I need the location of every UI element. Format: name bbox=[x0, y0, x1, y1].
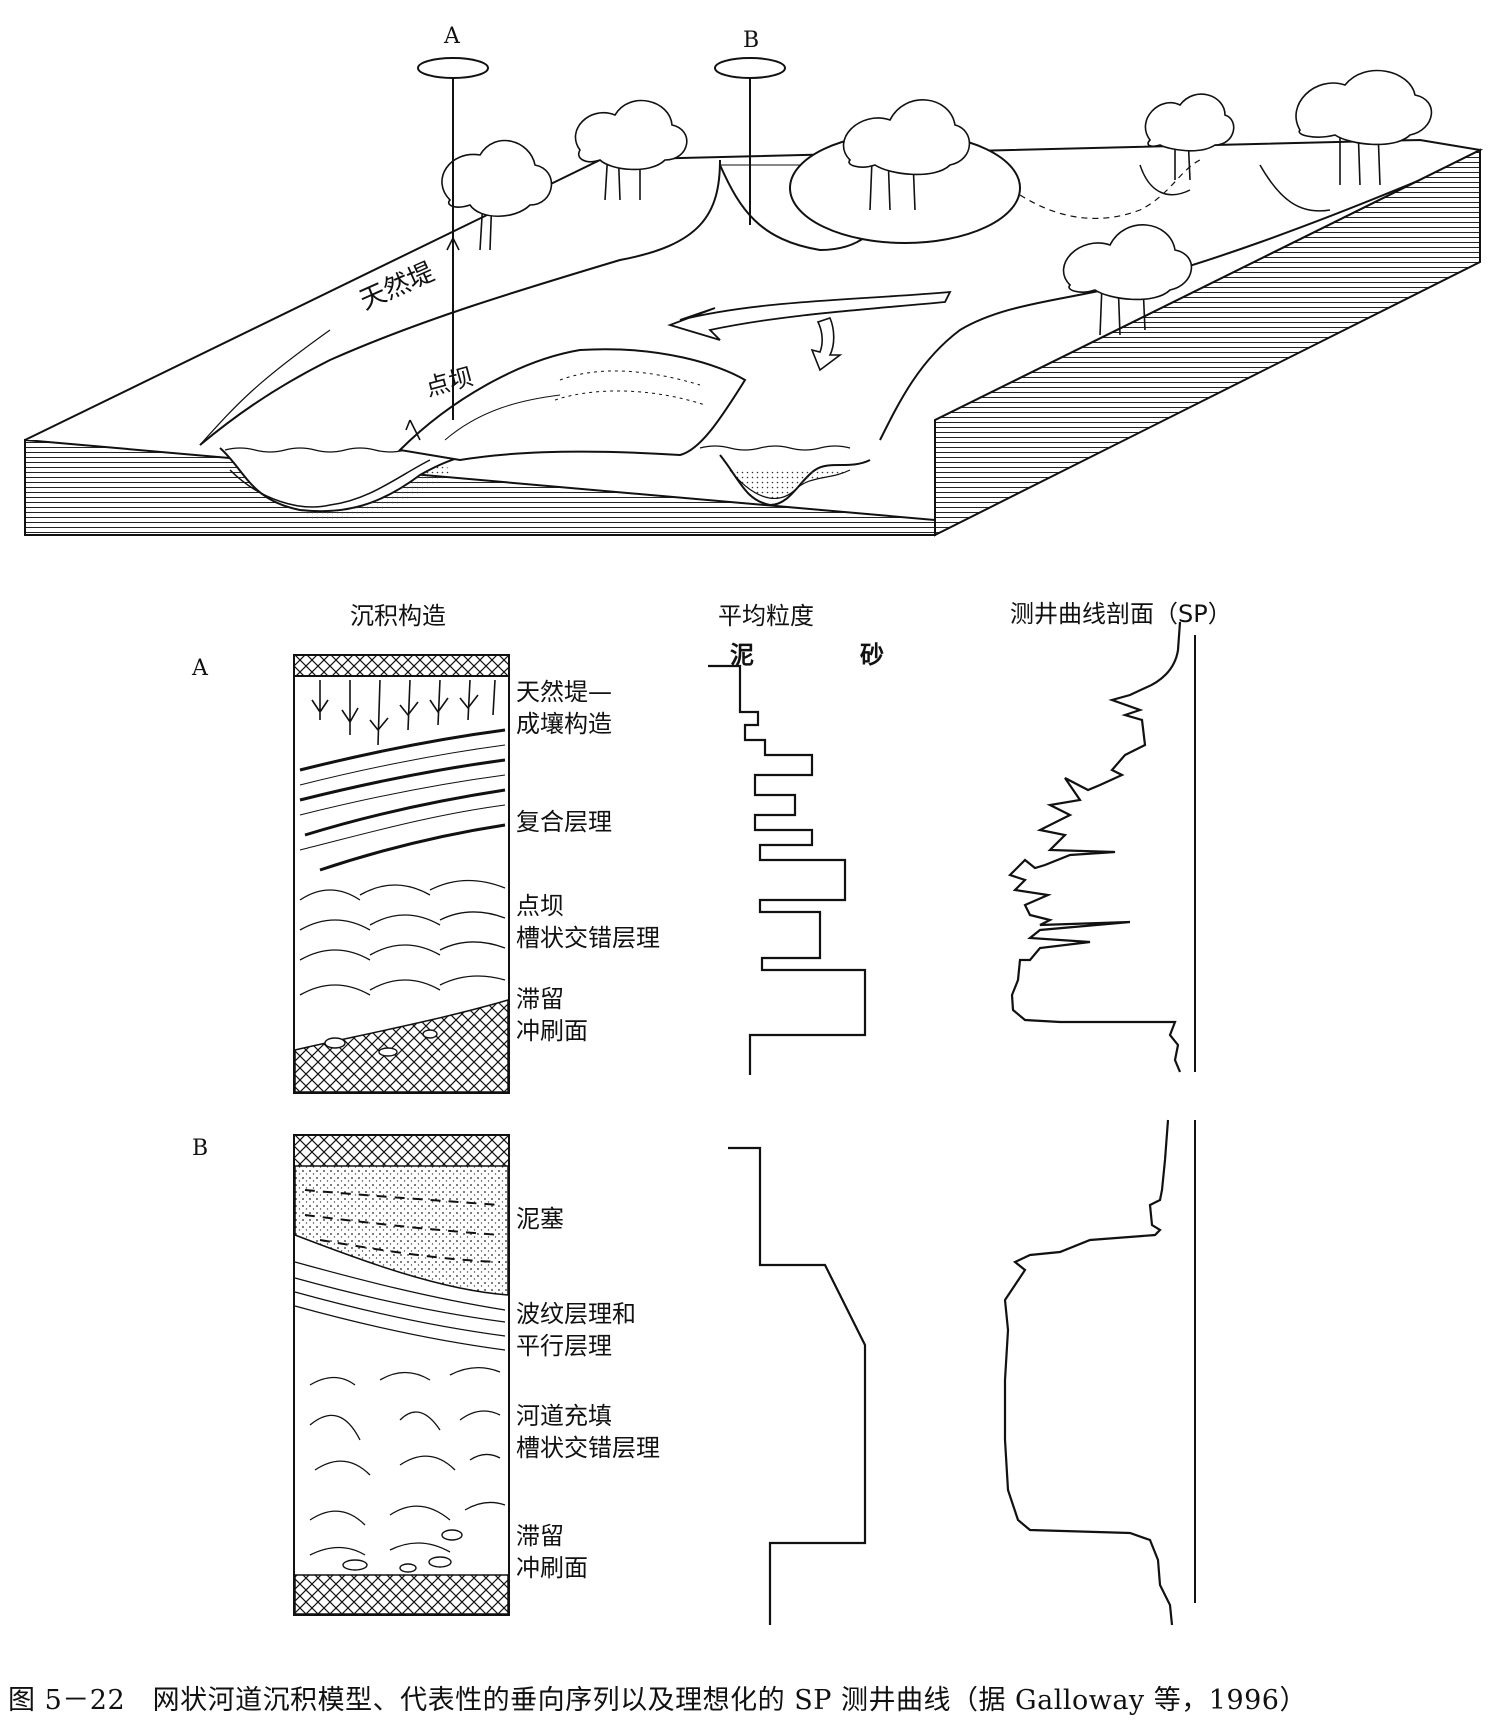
section-a-layer-3: 点坝 槽状交错层理 bbox=[516, 892, 660, 952]
tree bbox=[1295, 69, 1433, 186]
section-b-layer-1: 泥塞 bbox=[516, 1205, 564, 1233]
header-grain-size: 平均粒度 bbox=[718, 602, 814, 630]
column-b bbox=[293, 1134, 510, 1616]
sp-log-b bbox=[1003, 1119, 1196, 1626]
well-a-label: A bbox=[444, 24, 460, 49]
section-a-layer-4: 滞留 冲刷面 bbox=[516, 985, 588, 1045]
block-diagram bbox=[24, 57, 1484, 537]
tree bbox=[441, 139, 553, 251]
section-a-layer-2: 复合层理 bbox=[516, 808, 612, 836]
well-b-label: B bbox=[743, 28, 760, 53]
tree bbox=[574, 99, 688, 201]
tree bbox=[1144, 93, 1235, 181]
section-b-layer-4: 滞留 冲刷面 bbox=[516, 1522, 588, 1582]
header-sand: 砂 bbox=[860, 641, 884, 669]
section-b-label: B bbox=[192, 1136, 209, 1161]
tree bbox=[1062, 224, 1193, 336]
header-mud: 泥 bbox=[730, 641, 754, 669]
point-bar bbox=[397, 348, 747, 462]
figure-caption: 图 5－22 网状河道沉积模型、代表性的垂向序列以及理想化的 SP 测井曲线（据… bbox=[8, 1685, 1307, 1716]
flow-arrow-down bbox=[810, 317, 843, 372]
header-structure: 沉积构造 bbox=[350, 602, 446, 630]
section-a-layer-1: 天然堤— 成壤构造 bbox=[516, 678, 612, 738]
section-a-label: A bbox=[192, 656, 208, 681]
well-b bbox=[714, 57, 786, 225]
section-b-layer-2: 波纹层理和 平行层理 bbox=[516, 1300, 636, 1360]
tree bbox=[842, 99, 971, 211]
header-sp: 测井曲线剖面（SP） bbox=[1010, 600, 1232, 628]
flow-arrow-left bbox=[667, 290, 952, 341]
sp-log-a bbox=[1007, 621, 1196, 1073]
trees bbox=[441, 69, 1433, 336]
column-a bbox=[293, 654, 510, 1094]
grain-size-curve-a bbox=[708, 664, 867, 1075]
grain-size-curve-b bbox=[728, 1146, 867, 1625]
well-a bbox=[405, 57, 489, 441]
section-b-layer-3: 河道充填 槽状交错层理 bbox=[516, 1402, 660, 1462]
